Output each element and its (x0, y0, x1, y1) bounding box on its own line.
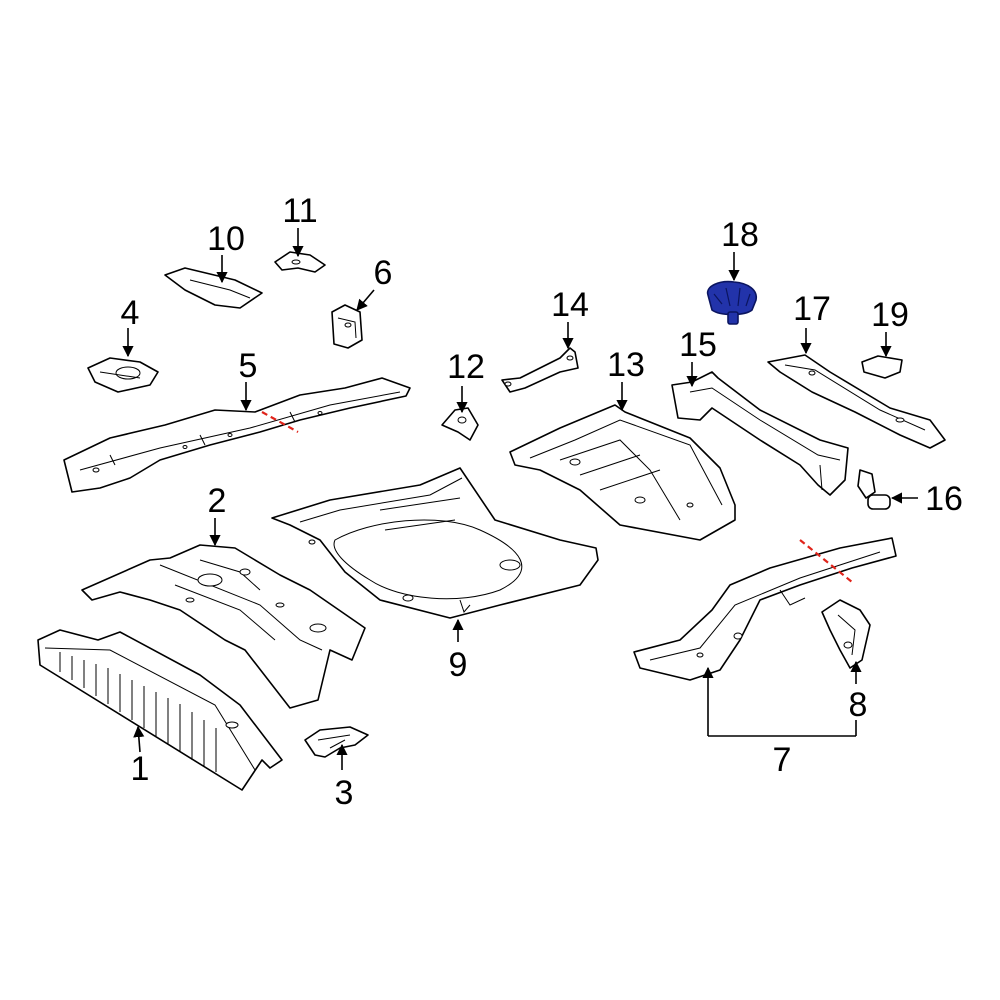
callout-9[interactable]: 9 (449, 646, 468, 684)
callout-8[interactable]: 8 (849, 686, 868, 724)
callout-6[interactable]: 6 (374, 254, 393, 292)
callout-7[interactable]: 7 (773, 741, 792, 779)
callout-3[interactable]: 3 (335, 774, 354, 812)
part-3-bracket[interactable] (304, 726, 369, 758)
callout-labels: 1 2 3 4 5 6 7 8 9 10 11 12 13 14 15 16 1… (121, 192, 963, 812)
callout-16[interactable]: 16 (925, 480, 963, 518)
part-8-bracket[interactable] (821, 599, 871, 669)
callout-17[interactable]: 17 (793, 290, 831, 328)
callout-15[interactable]: 15 (679, 326, 717, 364)
part-14-brace[interactable] (501, 347, 579, 393)
callout-18[interactable]: 18 (721, 216, 759, 254)
callout-4[interactable]: 4 (121, 294, 140, 332)
part-10-panel[interactable] (164, 267, 263, 309)
part-6-bracket[interactable] (331, 304, 363, 349)
part-2-floor-panel[interactable] (81, 544, 366, 709)
callout-10[interactable]: 10 (207, 220, 245, 258)
part-5-side-rail[interactable] (63, 377, 411, 493)
part-11-bracket[interactable] (274, 251, 326, 273)
callout-12[interactable]: 12 (447, 348, 485, 386)
callout-13[interactable]: 13 (607, 346, 645, 384)
cut-line-part-7 (799, 539, 853, 583)
callout-11[interactable]: 11 (282, 192, 317, 230)
callout-19[interactable]: 19 (871, 296, 909, 334)
cut-line-part-5 (261, 411, 299, 433)
part-15-side-rail[interactable] (671, 371, 849, 496)
part-16-bolt[interactable] (857, 469, 891, 510)
callout-14[interactable]: 14 (551, 286, 589, 324)
part-12-bracket[interactable] (441, 407, 479, 441)
part-17-rail-extension[interactable] (767, 354, 946, 449)
leader-arrows (122, 228, 918, 770)
part-18-spare-tire-hold-down[interactable] (706, 280, 758, 325)
part-13-rear-floor-pan[interactable] (509, 404, 736, 541)
part-19-pad[interactable] (861, 355, 903, 379)
part-9-spare-tire-pan[interactable] (271, 467, 599, 619)
callout-5[interactable]: 5 (239, 347, 258, 385)
part-4-plate[interactable] (87, 357, 159, 393)
callout-2[interactable]: 2 (208, 482, 227, 520)
part-1-rear-cross-member[interactable] (37, 629, 283, 791)
callout-1[interactable]: 1 (131, 750, 150, 788)
